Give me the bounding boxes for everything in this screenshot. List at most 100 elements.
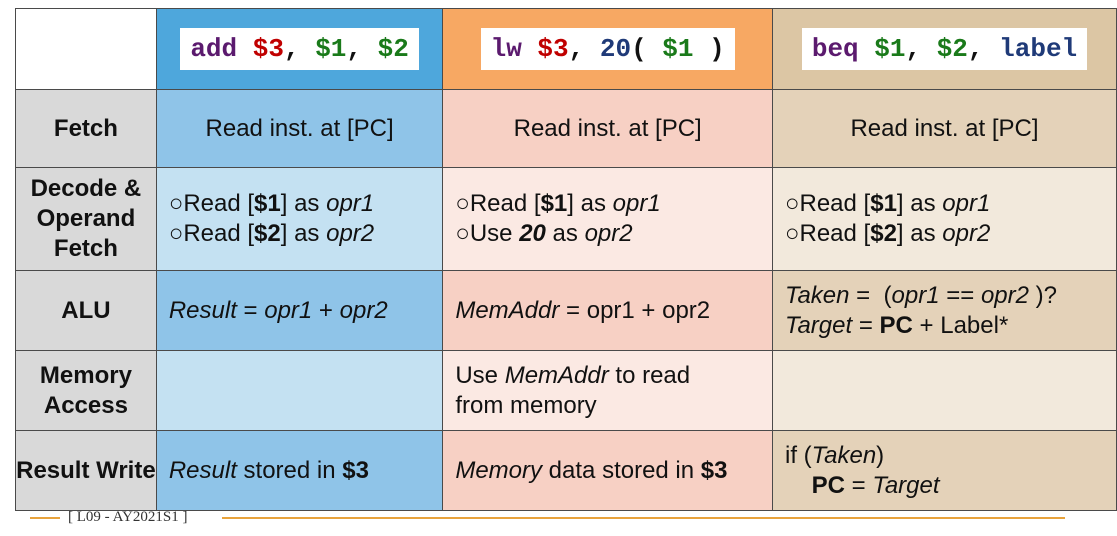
text-segment: opr2 <box>980 281 1029 309</box>
code-token: ( <box>631 34 663 64</box>
text-segment: opr2 <box>339 296 388 324</box>
code-token: , <box>568 34 600 64</box>
stage-label: Result Write <box>15 430 157 511</box>
text-segment: ○Read [ <box>168 220 255 247</box>
cell-line: from memory <box>455 391 772 421</box>
text-segment: opr1 <box>264 296 313 324</box>
text-segment <box>785 472 812 499</box>
stage-label: Fetch <box>15 89 157 168</box>
code-token: , <box>905 34 937 64</box>
text-segment: ] as <box>567 190 613 217</box>
footer: [ L09 - AY2021S1 ] <box>30 509 1065 527</box>
text-segment: + Label* <box>912 311 1009 339</box>
cell-line: Read inst. at [PC] <box>443 114 772 144</box>
stage-cell: ○Read [$1] as opr1○Read [$2] as opr2 <box>772 167 1117 271</box>
text-segment: Target <box>872 471 940 499</box>
text-segment: MemAddr <box>455 296 560 324</box>
code-token: $1 <box>662 34 694 64</box>
text-segment: Result <box>168 296 237 324</box>
text-segment: = ( <box>849 281 892 309</box>
text-segment: $3 <box>700 456 728 484</box>
stage-cell: Memory data stored in $3 <box>442 430 773 511</box>
text-segment: == <box>939 281 981 309</box>
footer-line-left <box>30 517 60 519</box>
text-segment: Target <box>785 311 853 339</box>
text-segment: Read inst. at [PC] <box>850 114 1039 142</box>
cell-line: Taken = (opr1 == opr2 )? <box>785 281 1116 311</box>
text-segment: $3 <box>342 456 369 484</box>
text-segment: stored in <box>236 456 343 484</box>
text-segment: ) <box>876 441 885 469</box>
text-segment: $1 <box>540 190 568 217</box>
cell-line: ○Read [$2] as opr2 <box>785 219 1116 249</box>
text-segment: Use <box>455 361 505 389</box>
text-segment: ○Use <box>455 220 520 247</box>
stage-cell: Read inst. at [PC] <box>155 89 444 168</box>
text-segment: opr2 <box>326 220 375 247</box>
cell-line: ○Read [$1] as opr1 <box>785 189 1116 219</box>
text-segment: if ( <box>785 441 812 469</box>
stage-cell: Result = opr1 + opr2 <box>155 270 444 351</box>
cell-line: PC = Target <box>785 471 1116 501</box>
instruction-header-1: add $3, $1, $2 <box>155 8 444 90</box>
text-segment: to read <box>608 361 691 389</box>
cell-line: Result = opr1 + opr2 <box>169 296 443 326</box>
code-token: $2 <box>936 34 968 64</box>
code-token: $3 <box>252 34 284 64</box>
text-segment: PC <box>811 471 846 499</box>
text-segment: Taken <box>785 281 850 309</box>
text-segment: Memory <box>455 456 543 484</box>
cell-line: Result stored in $3 <box>169 456 443 486</box>
text-segment: Result <box>168 456 237 484</box>
text-segment: 20 <box>519 220 546 247</box>
instruction-code: add $3, $1, $2 <box>180 28 419 70</box>
text-segment: as <box>545 220 585 247</box>
instruction-code: beq $1, $2, label <box>801 28 1088 70</box>
instruction-header-row: add $3, $1, $2 lw $3, 20( $1 ) beq $1, $2,… <box>15 8 1117 90</box>
text-segment: opr1 <box>612 190 661 217</box>
cell-line: ○Read [$1] as opr1 <box>455 189 772 219</box>
code-token: $2 <box>377 34 409 64</box>
code-token: 20 <box>599 34 632 64</box>
code-token: lw <box>490 34 522 64</box>
text-segment: ] as <box>896 190 943 217</box>
text-segment: ] as <box>280 190 327 217</box>
text-segment: )? <box>1028 281 1057 309</box>
text-segment: ○Read [ <box>785 190 871 217</box>
code-token: beq <box>811 34 859 64</box>
cell-line: Memory data stored in $3 <box>455 456 772 486</box>
code-token: , <box>967 34 1000 64</box>
text-segment: opr2 <box>584 220 633 247</box>
code-token: $3 <box>537 34 569 64</box>
text-segment: PC <box>879 311 913 339</box>
cell-line: if (Taken) <box>785 441 1116 471</box>
text-segment: $2 <box>870 220 897 247</box>
code-token: add <box>190 34 238 64</box>
stage-cell <box>155 350 444 431</box>
text-segment: $1 <box>870 190 897 217</box>
text-segment: = <box>852 311 880 339</box>
stage-cell: ○Read [$1] as opr1○Use 20 as opr2 <box>442 167 773 271</box>
text-segment: opr2 <box>942 220 991 247</box>
code-token <box>859 34 875 64</box>
text-segment: = opr1 + opr2 <box>559 296 711 324</box>
text-segment: MemAddr <box>504 361 609 389</box>
stage-cell: MemAddr = opr1 + opr2 <box>442 270 773 351</box>
stage-cell: Read inst. at [PC] <box>772 89 1117 168</box>
cell-line: Target = PC + Label* <box>785 311 1116 341</box>
text-segment: data stored in <box>542 456 701 484</box>
stage-label: ALU <box>15 270 157 351</box>
cell-line: Use MemAddr to read <box>455 361 772 391</box>
cell-line: ○Use 20 as opr2 <box>455 219 772 249</box>
cell-line: MemAddr = opr1 + opr2 <box>455 296 772 326</box>
cell-line: Read inst. at [PC] <box>773 114 1116 144</box>
footer-line-right <box>222 517 1065 519</box>
text-segment: opr1 <box>942 190 991 217</box>
text-segment: = <box>236 296 265 324</box>
instruction-code: lw $3, 20( $1 ) <box>480 28 735 70</box>
text-segment: $1 <box>254 190 281 217</box>
text-segment: + <box>312 296 340 324</box>
